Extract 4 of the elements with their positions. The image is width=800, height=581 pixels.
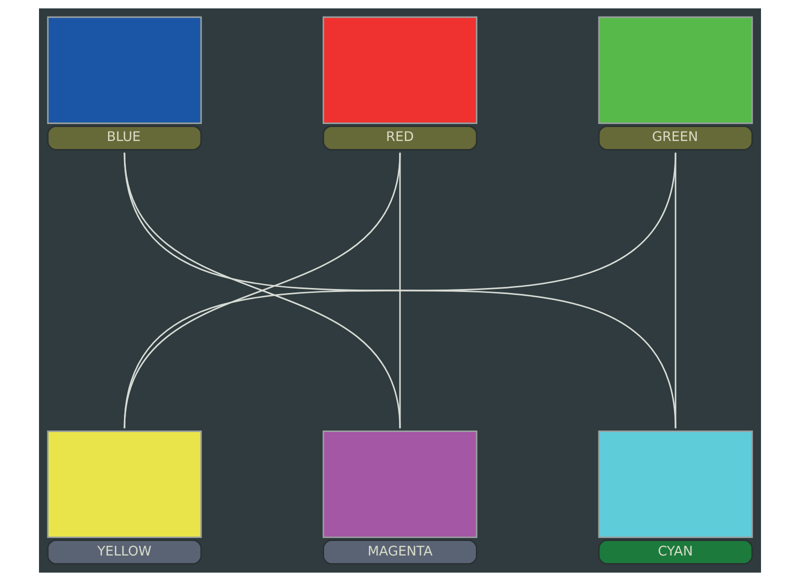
connector bbox=[124, 152, 676, 428]
connector bbox=[399, 152, 401, 428]
connector bbox=[674, 152, 676, 428]
connector bbox=[124, 152, 401, 428]
